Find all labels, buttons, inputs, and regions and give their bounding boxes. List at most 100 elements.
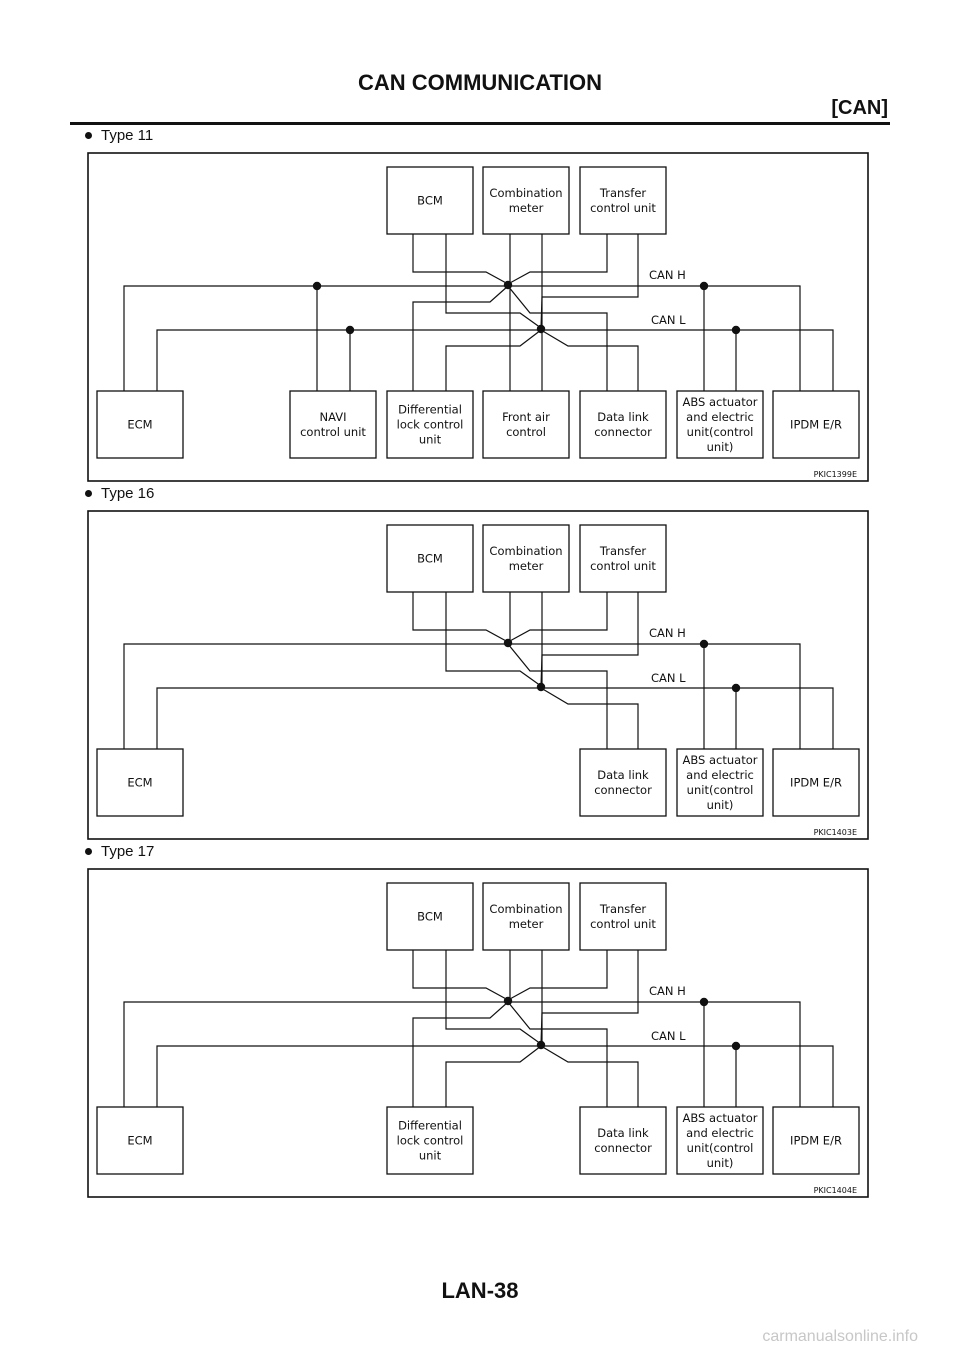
header-rule: [70, 122, 890, 125]
wire-ipdm-er: [508, 643, 801, 749]
can-l-label: CAN L: [651, 671, 686, 685]
page-number: LAN-38: [441, 1278, 519, 1303]
wire-ecm: [156, 329, 541, 391]
unit-label: BCM: [417, 552, 443, 566]
diagram-type-label: Type 17: [85, 843, 154, 860]
wire-data-link-connector: [540, 1045, 639, 1107]
section-tag: [CAN]: [831, 97, 888, 119]
can-h-junction-dot: [503, 280, 513, 290]
junction-dot: [312, 281, 322, 291]
unit-box-ipdm-er: IPDM E/R: [772, 748, 860, 817]
figure-code: PKIC1403E: [814, 828, 857, 837]
can-wires: [123, 950, 834, 1107]
can-l-label: CAN L: [651, 313, 686, 327]
can-l-junction-dot: [536, 682, 546, 692]
watermark: carmanualsonline.info: [762, 1328, 918, 1345]
can-h-label: CAN H: [649, 626, 686, 640]
bullet-icon: [85, 489, 92, 497]
unit-label: IPDM E/R: [790, 1134, 842, 1148]
can-h-junction-dot: [503, 638, 513, 648]
wire-transfer-control-unit: [540, 592, 639, 687]
wire-data-link-connector: [507, 1001, 608, 1107]
diagram-type-label: Type 11: [85, 127, 153, 144]
unit-label: IPDM E/R: [790, 776, 842, 790]
unit-label: ECM: [127, 418, 152, 432]
can-l-junction-dot: [536, 324, 546, 334]
wire-ecm: [123, 1001, 508, 1107]
unit-label: ECM: [127, 776, 152, 790]
wire-transfer-control-unit: [507, 592, 608, 643]
wire-ecm: [156, 1045, 541, 1107]
unit-box-ecm: ECM: [96, 1106, 184, 1175]
wire-data-link-connector: [540, 329, 639, 391]
can-l-junction-dot: [536, 1040, 546, 1050]
unit-label: IPDM E/R: [790, 418, 842, 432]
can-wires: [123, 592, 834, 749]
wire-transfer-control-unit: [540, 234, 639, 329]
can-h-label: CAN H: [649, 268, 686, 282]
wire-bcm: [412, 950, 509, 1001]
wire-bcm: [445, 950, 542, 1045]
wire-differential-lock-control-unit: [412, 1001, 509, 1107]
bullet-icon: [85, 847, 92, 855]
wire-ipdm-er: [508, 1001, 801, 1107]
wire-ecm: [156, 687, 541, 749]
wire-differential-lock-control-unit: [445, 329, 542, 391]
diagram-type-text: Type 17: [101, 843, 155, 860]
bullet-icon: [85, 131, 92, 139]
can-l-label: CAN L: [651, 1029, 686, 1043]
wire-ecm: [123, 285, 508, 391]
page-title: CAN COMMUNICATION: [357, 70, 602, 95]
wire-bcm: [412, 592, 509, 643]
diagram-frame: [87, 510, 869, 840]
wire-ipdm-er: [508, 285, 801, 391]
wire-data-link-connector: [507, 285, 608, 391]
wire-bcm: [412, 234, 509, 285]
diagram-type-label: Type 16: [85, 485, 154, 502]
unit-box-ipdm-er: IPDM E/R: [772, 1106, 860, 1175]
wire-transfer-control-unit: [507, 234, 608, 285]
wire-data-link-connector: [507, 643, 608, 749]
wire-bcm: [445, 234, 542, 329]
wire-transfer-control-unit: [507, 950, 608, 1001]
wire-differential-lock-control-unit: [445, 1045, 542, 1107]
diagram-frame: [87, 152, 869, 482]
wire-transfer-control-unit: [540, 950, 639, 1045]
wire-differential-lock-control-unit: [412, 285, 509, 391]
diagram-type-text: Type 16: [101, 485, 155, 502]
unit-box-bcm: BCM: [386, 166, 474, 235]
can-wires: [123, 234, 834, 391]
unit-box-ecm: ECM: [96, 748, 184, 817]
diagram-type-text: Type 11: [101, 127, 154, 144]
can-h-label: CAN H: [649, 984, 686, 998]
